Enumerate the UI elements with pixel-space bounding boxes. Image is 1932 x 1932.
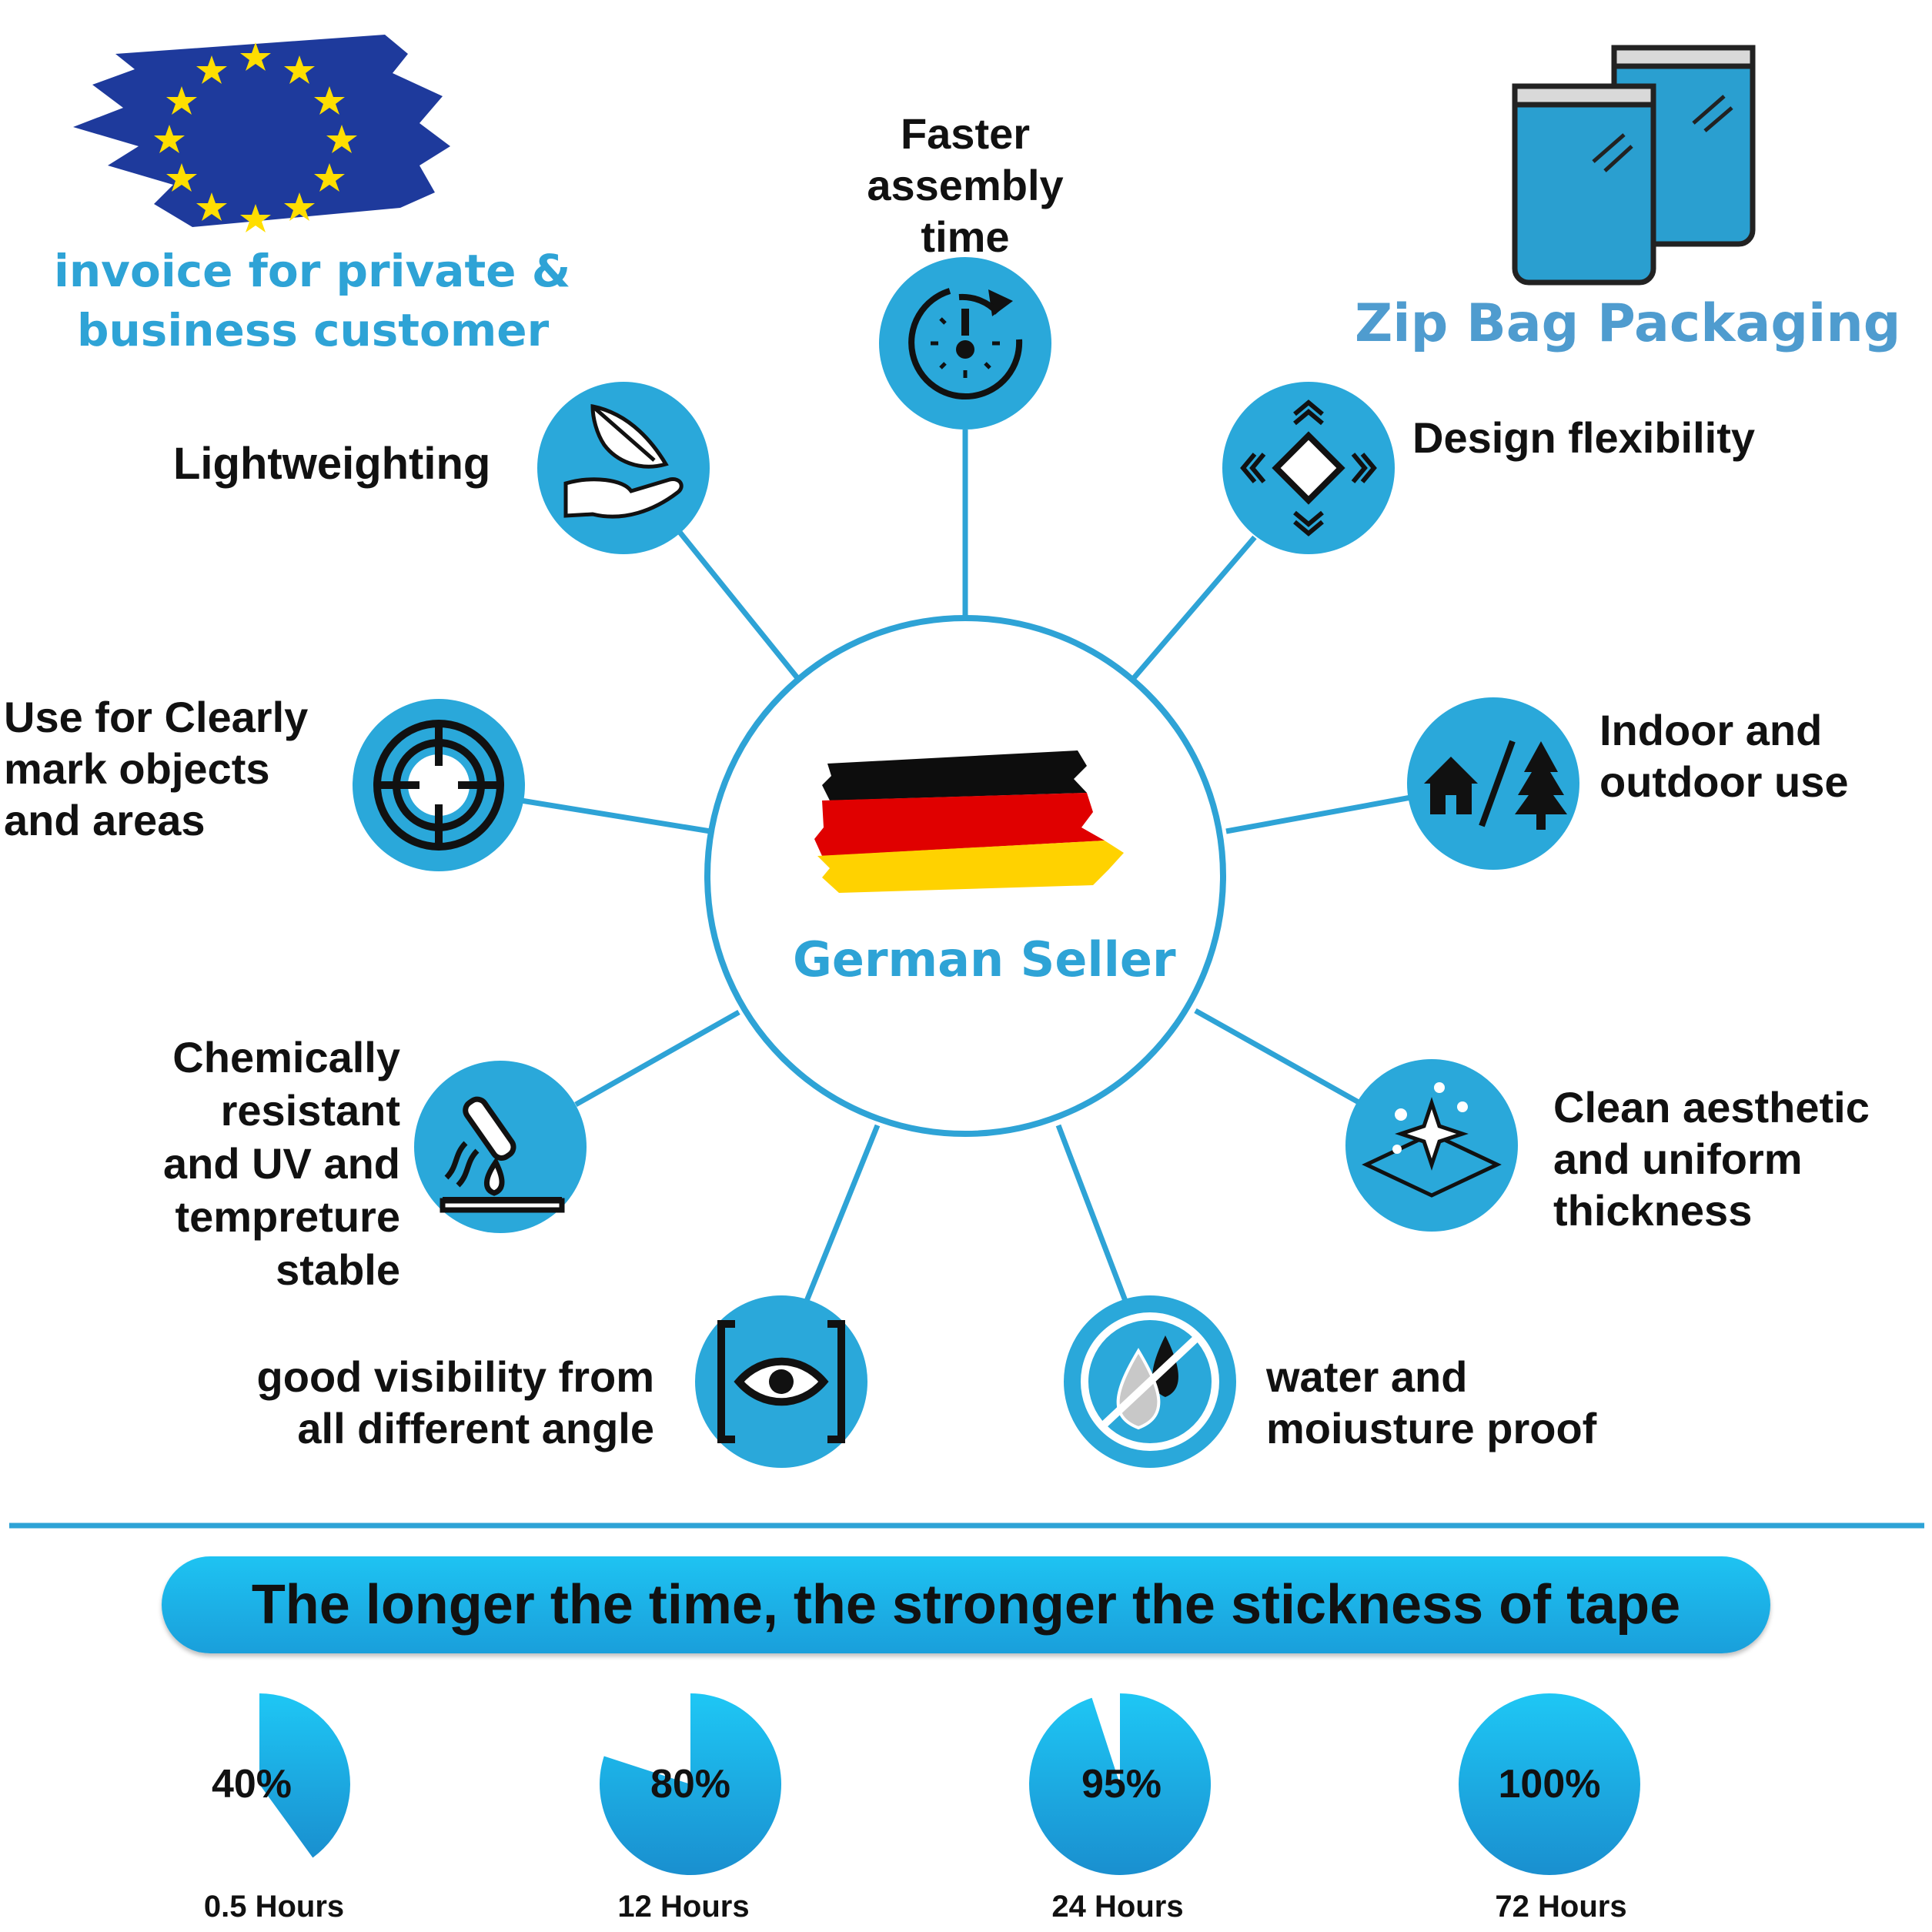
- stickiness-banner: The longer the time, the stronger the st…: [162, 1556, 1770, 1653]
- pie-12-hours: [600, 1693, 782, 1875]
- clean-line2: and uniform: [1553, 1135, 1803, 1184]
- feature-water-label: water and moiusture proof: [1266, 1351, 1596, 1454]
- chem-line2: resistant: [220, 1085, 400, 1135]
- pct-label-0: 40%: [211, 1762, 292, 1807]
- clean-line3: thickness: [1553, 1186, 1753, 1235]
- pie-24-hours: [1029, 1693, 1212, 1875]
- hours-label-1: 12 Hours: [617, 1890, 750, 1924]
- chem-line1: Chemically: [172, 1033, 400, 1081]
- feature-mark-label: Use for Clearly mark objects and areas: [4, 691, 308, 847]
- feature-circle-light: [537, 382, 710, 554]
- eu-caption-line1: invoice for private &: [54, 245, 571, 297]
- zip-bag-icon: [1512, 45, 1756, 286]
- feature-indoor-label: Indoor and outdoor use: [1599, 704, 1849, 807]
- chem-line3: and UV and: [162, 1138, 400, 1188]
- mark-line1: Use for Clearly: [4, 693, 309, 741]
- faster-line1: Faster: [900, 109, 1031, 158]
- arrows-diamond-icon: [1240, 399, 1377, 536]
- no-water-icon: [1081, 1312, 1219, 1451]
- feather-hand-icon: [563, 403, 684, 519]
- connector-lines: [520, 430, 1412, 1302]
- eu-flag-icon: [73, 35, 450, 232]
- eye-icon: [717, 1320, 845, 1443]
- zip-caption: Zip Bag Packaging: [1355, 293, 1901, 354]
- banner-text: The longer the time, the stronger the st…: [251, 1574, 1681, 1636]
- indoor-line1: Indoor and: [1599, 706, 1823, 754]
- clean-line1: Clean aesthetic: [1553, 1083, 1870, 1131]
- feature-light-label: Lightweighting: [173, 439, 491, 489]
- faster-line3: time: [921, 212, 1010, 262]
- test-tube-icon: [440, 1096, 565, 1213]
- stopwatch-icon: [908, 288, 1023, 400]
- eu-caption-line2: business customer: [77, 304, 550, 356]
- feature-faster-label: Faster assembly time: [811, 108, 1119, 263]
- house-tree-icon: [1424, 740, 1567, 830]
- mark-line2: mark objects: [4, 744, 270, 794]
- faster-line2: assembly: [867, 161, 1064, 210]
- pct-label-2: 95%: [1081, 1762, 1162, 1807]
- germany-flag-icon: [814, 750, 1124, 893]
- stickiness-pies: [259, 1693, 1640, 1875]
- indoor-line2: outdoor use: [1599, 757, 1849, 807]
- feature-clean-label: Clean aesthetic and uniform thickness: [1553, 1081, 1870, 1237]
- feature-chem-label: Chemically resistant and UV and tempretu…: [92, 1031, 400, 1296]
- target-icon: [373, 720, 504, 851]
- center-label: German Seller: [793, 931, 1176, 988]
- feature-visibility-label: good visibility from all different angle: [154, 1351, 654, 1454]
- hours-label-0: 0.5 Hours: [203, 1890, 345, 1924]
- visibility-line1: good visibility from: [256, 1352, 654, 1401]
- water-line2: moiusture proof: [1266, 1404, 1597, 1453]
- hours-label-3: 72 Hours: [1495, 1890, 1627, 1924]
- pct-label-3: 100%: [1498, 1762, 1601, 1807]
- pie-0-5-hours: [259, 1693, 350, 1858]
- sparkle-surface-icon: [1362, 1082, 1502, 1198]
- feature-design-label: Design flexibility: [1412, 413, 1755, 462]
- water-line1: water and: [1266, 1352, 1468, 1401]
- chem-line5: stable: [276, 1245, 400, 1294]
- pie-72-hours: [1458, 1693, 1640, 1875]
- mark-line3: and areas: [4, 796, 206, 845]
- pct-label-1: 80%: [650, 1762, 731, 1807]
- hours-label-2: 24 Hours: [1051, 1890, 1184, 1924]
- visibility-line2: all different angle: [297, 1404, 654, 1453]
- chem-line4: tempreture: [175, 1192, 400, 1241]
